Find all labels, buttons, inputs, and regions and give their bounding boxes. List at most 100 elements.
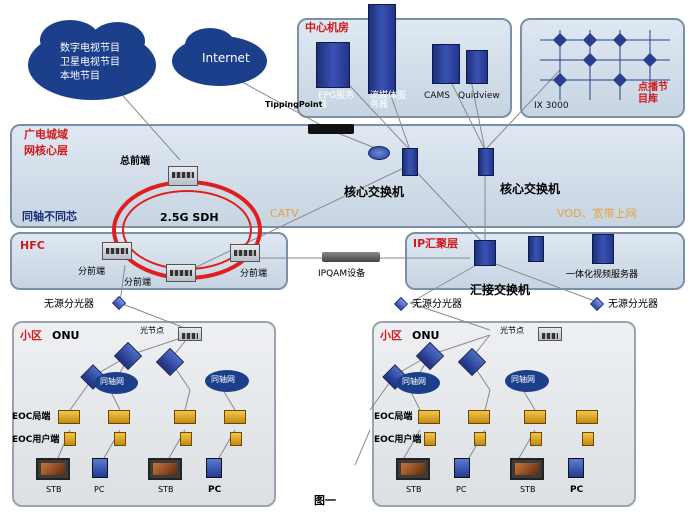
core-layer-title-1: 广电城域 bbox=[24, 128, 68, 141]
community-right-optical-node: 光节点 bbox=[500, 326, 524, 335]
community-left-coax-label-2: 同轴网 bbox=[211, 375, 235, 384]
community-right-coax-label-1: 同轴网 bbox=[402, 377, 426, 386]
community-left-coax-cloud-1 bbox=[94, 372, 138, 394]
streaming-label: 流媒体服务器 bbox=[370, 91, 407, 110]
figure-caption: 图一 bbox=[314, 494, 336, 507]
community-right-eoc-user-4 bbox=[582, 432, 594, 446]
community-left-eoc-head-3 bbox=[174, 410, 196, 424]
sub-head-end-icon-2 bbox=[166, 264, 196, 282]
vod-library-panel bbox=[520, 18, 685, 118]
community-left-eoc-head-1 bbox=[58, 410, 80, 424]
splitter-label-mid: 无源分光器 bbox=[412, 299, 462, 310]
splitter-label-left: 无源分光器 bbox=[44, 299, 94, 310]
community-right-coax-cloud-2 bbox=[505, 370, 549, 392]
ipqam-label: IPQAM设备 bbox=[318, 269, 366, 279]
community-left-eoc-head-4 bbox=[224, 410, 246, 424]
community-right-title: 小区 bbox=[380, 329, 402, 342]
sub-head-end-label-3: 分前端 bbox=[240, 269, 268, 279]
video-server-label: 一体化视频服务器 bbox=[566, 270, 639, 280]
community-right-eoc-head-2 bbox=[468, 410, 490, 424]
community-left-eoc-user-2 bbox=[114, 432, 126, 446]
vod-label: VOD、宽带上网 bbox=[557, 207, 637, 220]
community-right-eoc-user-label: EOC用户端 bbox=[374, 435, 422, 445]
epg-server-icon bbox=[316, 42, 350, 88]
tipping-point-icon bbox=[308, 124, 354, 134]
ix-label: IX 3000 bbox=[534, 101, 569, 111]
community-left-pc-icon-2 bbox=[206, 458, 222, 478]
epg-label: EPG服务器 bbox=[318, 91, 355, 110]
community-right-eoc-head-1 bbox=[418, 410, 440, 424]
sub-head-end-label-2: 分前端 bbox=[124, 278, 152, 288]
internet-cloud-puff bbox=[185, 28, 235, 62]
core-router-icon bbox=[368, 146, 390, 160]
community-left-pc-icon-1 bbox=[92, 458, 108, 478]
community-right-eoc-user-2 bbox=[474, 432, 486, 446]
community-right-eoc-head-label: EOC局端 bbox=[374, 412, 413, 422]
quidview-label: Quidview bbox=[458, 91, 500, 101]
ip-layer-title: IP汇聚层 bbox=[413, 237, 459, 250]
community-right-eoc-head-4 bbox=[576, 410, 598, 424]
community-left-stb-label-2: STB bbox=[158, 485, 174, 494]
tv-source-1: 数字电视节目 bbox=[60, 43, 120, 54]
catv-label: CATV bbox=[270, 207, 299, 220]
community-left-coax-label-1: 同轴网 bbox=[100, 377, 124, 386]
video-server-icon bbox=[592, 234, 614, 264]
aggregation-switch-label: 汇接交换机 bbox=[470, 283, 531, 297]
community-left-pc-label-1: PC bbox=[94, 485, 105, 494]
quidview-server-icon bbox=[466, 50, 488, 84]
aggregation-switch-icon bbox=[474, 240, 496, 266]
sub-head-end-label-1: 分前端 bbox=[78, 267, 106, 277]
sub-head-end-icon-3 bbox=[230, 244, 260, 262]
community-left-eoc-head-2 bbox=[108, 410, 130, 424]
ipqam-icon bbox=[322, 252, 380, 262]
ip-aggregation-panel bbox=[405, 232, 685, 290]
community-right-coax-cloud-1 bbox=[396, 372, 440, 394]
core-switch-2-icon bbox=[478, 148, 494, 176]
community-left-eoc-user-3 bbox=[180, 432, 192, 446]
community-left-pc-label-2: PC bbox=[208, 485, 222, 495]
head-end-label: 总前端 bbox=[120, 156, 150, 167]
community-left-node-icon bbox=[178, 327, 202, 341]
internet-label: Internet bbox=[202, 51, 250, 65]
community-left-eoc-user-4 bbox=[230, 432, 242, 446]
community-right-stb-icon-2 bbox=[510, 458, 544, 480]
community-right-coax-label-2: 同轴网 bbox=[511, 375, 535, 384]
community-right-stb-label-2: STB bbox=[520, 485, 536, 494]
community-left-title: 小区 bbox=[20, 329, 42, 342]
tv-source-3: 本地节目 bbox=[60, 71, 100, 82]
hfc-title: HFC bbox=[20, 239, 45, 252]
core-switch-1-icon bbox=[402, 148, 418, 176]
community-right-eoc-user-1 bbox=[424, 432, 436, 446]
cams-server-icon bbox=[432, 44, 460, 84]
streaming-server-icon bbox=[368, 4, 396, 94]
community-left-optical-node: 光节点 bbox=[140, 326, 164, 335]
tipping-point-label: TippingPoint bbox=[265, 100, 323, 109]
community-left-eoc-user-1 bbox=[64, 432, 76, 446]
community-right-pc-label-2: PC bbox=[570, 485, 584, 495]
community-right-node-icon bbox=[538, 327, 562, 341]
coax-label: 同轴不同芯 bbox=[22, 210, 77, 223]
vod-library-title: 点播节目库 bbox=[638, 82, 668, 105]
community-left-stb-label-1: STB bbox=[46, 485, 62, 494]
tv-source-2: 卫星电视节目 bbox=[60, 57, 120, 68]
aggregation-server-icon bbox=[528, 236, 544, 262]
community-left-stb-icon-1 bbox=[36, 458, 70, 480]
community-right-onu: ONU bbox=[412, 329, 440, 342]
splitter-label-right: 无源分光器 bbox=[608, 299, 658, 310]
community-left-onu: ONU bbox=[52, 329, 80, 342]
community-right-eoc-head-3 bbox=[524, 410, 546, 424]
community-left-eoc-user-label: EOC用户端 bbox=[12, 435, 60, 445]
core-layer-title-2: 网核心层 bbox=[24, 144, 68, 157]
community-right-stb-icon-1 bbox=[396, 458, 430, 480]
tv-sources-cloud-puff-2 bbox=[90, 22, 145, 60]
core-switch-1-label: 核心交换机 bbox=[344, 185, 405, 199]
community-left-coax-cloud-2 bbox=[205, 370, 249, 392]
sub-head-end-icon-1 bbox=[102, 242, 132, 260]
core-switch-2-label: 核心交换机 bbox=[500, 182, 561, 196]
head-end-icon bbox=[168, 166, 198, 186]
ring-label: 2.5G SDH bbox=[160, 211, 219, 224]
cams-label: CAMS bbox=[424, 91, 450, 101]
community-left-eoc-head-label: EOC局端 bbox=[12, 412, 51, 422]
community-right-eoc-user-3 bbox=[530, 432, 542, 446]
community-right-pc-icon-2 bbox=[568, 458, 584, 478]
